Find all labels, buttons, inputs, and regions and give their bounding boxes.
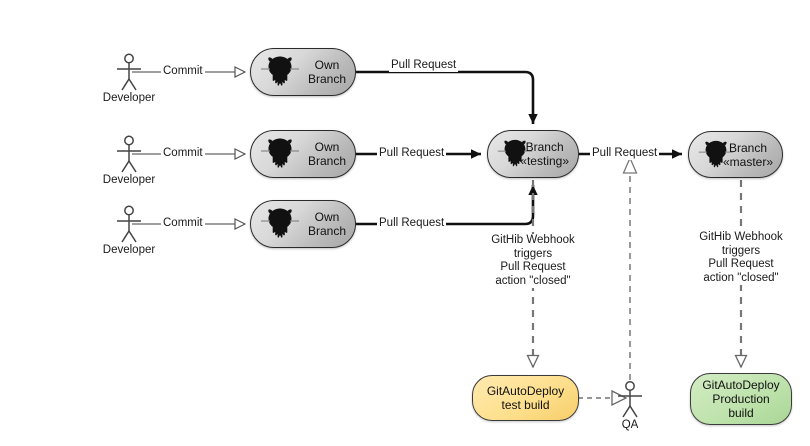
commit-label-1: Commit xyxy=(161,65,205,78)
github-cat-icon xyxy=(697,136,735,173)
branch-testing-label: Branch«testing» xyxy=(520,140,569,168)
github-cat-icon xyxy=(496,136,534,173)
actor-developer-1-figure xyxy=(117,53,141,91)
commit-label-3: Commit xyxy=(161,217,205,230)
pull-request-edge-3 xyxy=(356,185,538,226)
pull-request-label-3: Pull Request xyxy=(377,217,447,230)
webhook-note-testing: GitHib Webhook triggers Pull Request act… xyxy=(468,234,598,288)
branch-testing-node[interactable]: Branch«testing» xyxy=(487,130,579,178)
actor-developer-2-figure xyxy=(117,135,141,173)
branch-master-node[interactable]: Branch«master» xyxy=(688,131,783,178)
pull-request-edge-1 xyxy=(356,70,538,124)
actor-developer-2-label: Developer xyxy=(102,174,156,186)
test-build-to-qa-edge xyxy=(578,389,628,407)
branch-master-label: Branch«master» xyxy=(722,140,773,169)
webhook-note-master: GitHib Webhook triggers Pull Request act… xyxy=(676,231,806,285)
actor-qa-label: QA xyxy=(621,419,639,431)
pull-request-label-master: Pull Request xyxy=(590,147,660,160)
actor-qa-figure xyxy=(618,381,642,418)
actor-developer-3-figure xyxy=(117,205,141,243)
actor-developer-3-label: Developer xyxy=(102,244,156,256)
github-cat-icon xyxy=(259,135,301,174)
commit-label-2: Commit xyxy=(161,147,205,160)
actor-developer-1-label: Developer xyxy=(102,92,156,104)
pull-request-label-1: Pull Request xyxy=(389,59,459,72)
github-cat-icon xyxy=(259,53,301,92)
github-cat-icon xyxy=(259,205,301,244)
pull-request-label-2: Pull Request xyxy=(377,147,447,160)
qa-approval-edge xyxy=(622,156,638,380)
